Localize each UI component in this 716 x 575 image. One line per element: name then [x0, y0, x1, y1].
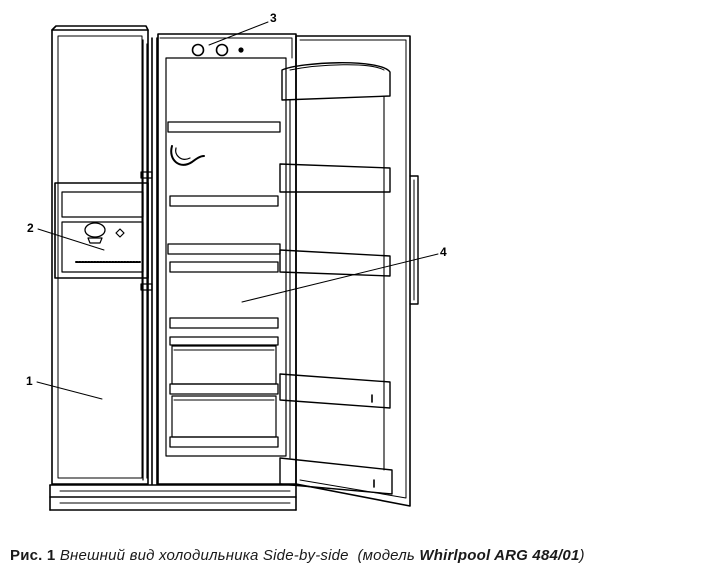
cabinet-base — [49, 484, 297, 511]
dispenser-panel — [54, 182, 149, 279]
callout-leaders — [36, 21, 439, 400]
callout-3: 3 — [270, 11, 277, 25]
crisper-drawers — [171, 345, 277, 438]
refrigerator-diagram: 1 2 3 4 — [26, 11, 447, 511]
figure-caption: Рис. 1 Внешний вид холодильника Side-by-… — [10, 547, 710, 564]
freezer-door — [51, 25, 149, 485]
fridge-door-open — [279, 35, 419, 507]
fridge-cabinet — [157, 33, 297, 485]
caption-prefix: Рис. 1 — [10, 547, 56, 564]
caption-model-open: (модель — [357, 547, 415, 564]
hook — [170, 145, 205, 166]
callout-4: 4 — [440, 245, 447, 259]
caption-model-name: Whirlpool ARG 484/01 — [419, 547, 580, 564]
control-buttons — [191, 43, 244, 57]
door-handles — [140, 37, 158, 485]
callout-1: 1 — [26, 374, 33, 388]
caption-description: Внешний вид холодильника Side-by-side — [59, 547, 349, 564]
caption-model-close: ) — [579, 547, 585, 564]
shelves — [167, 121, 281, 448]
callout-2: 2 — [27, 221, 34, 235]
